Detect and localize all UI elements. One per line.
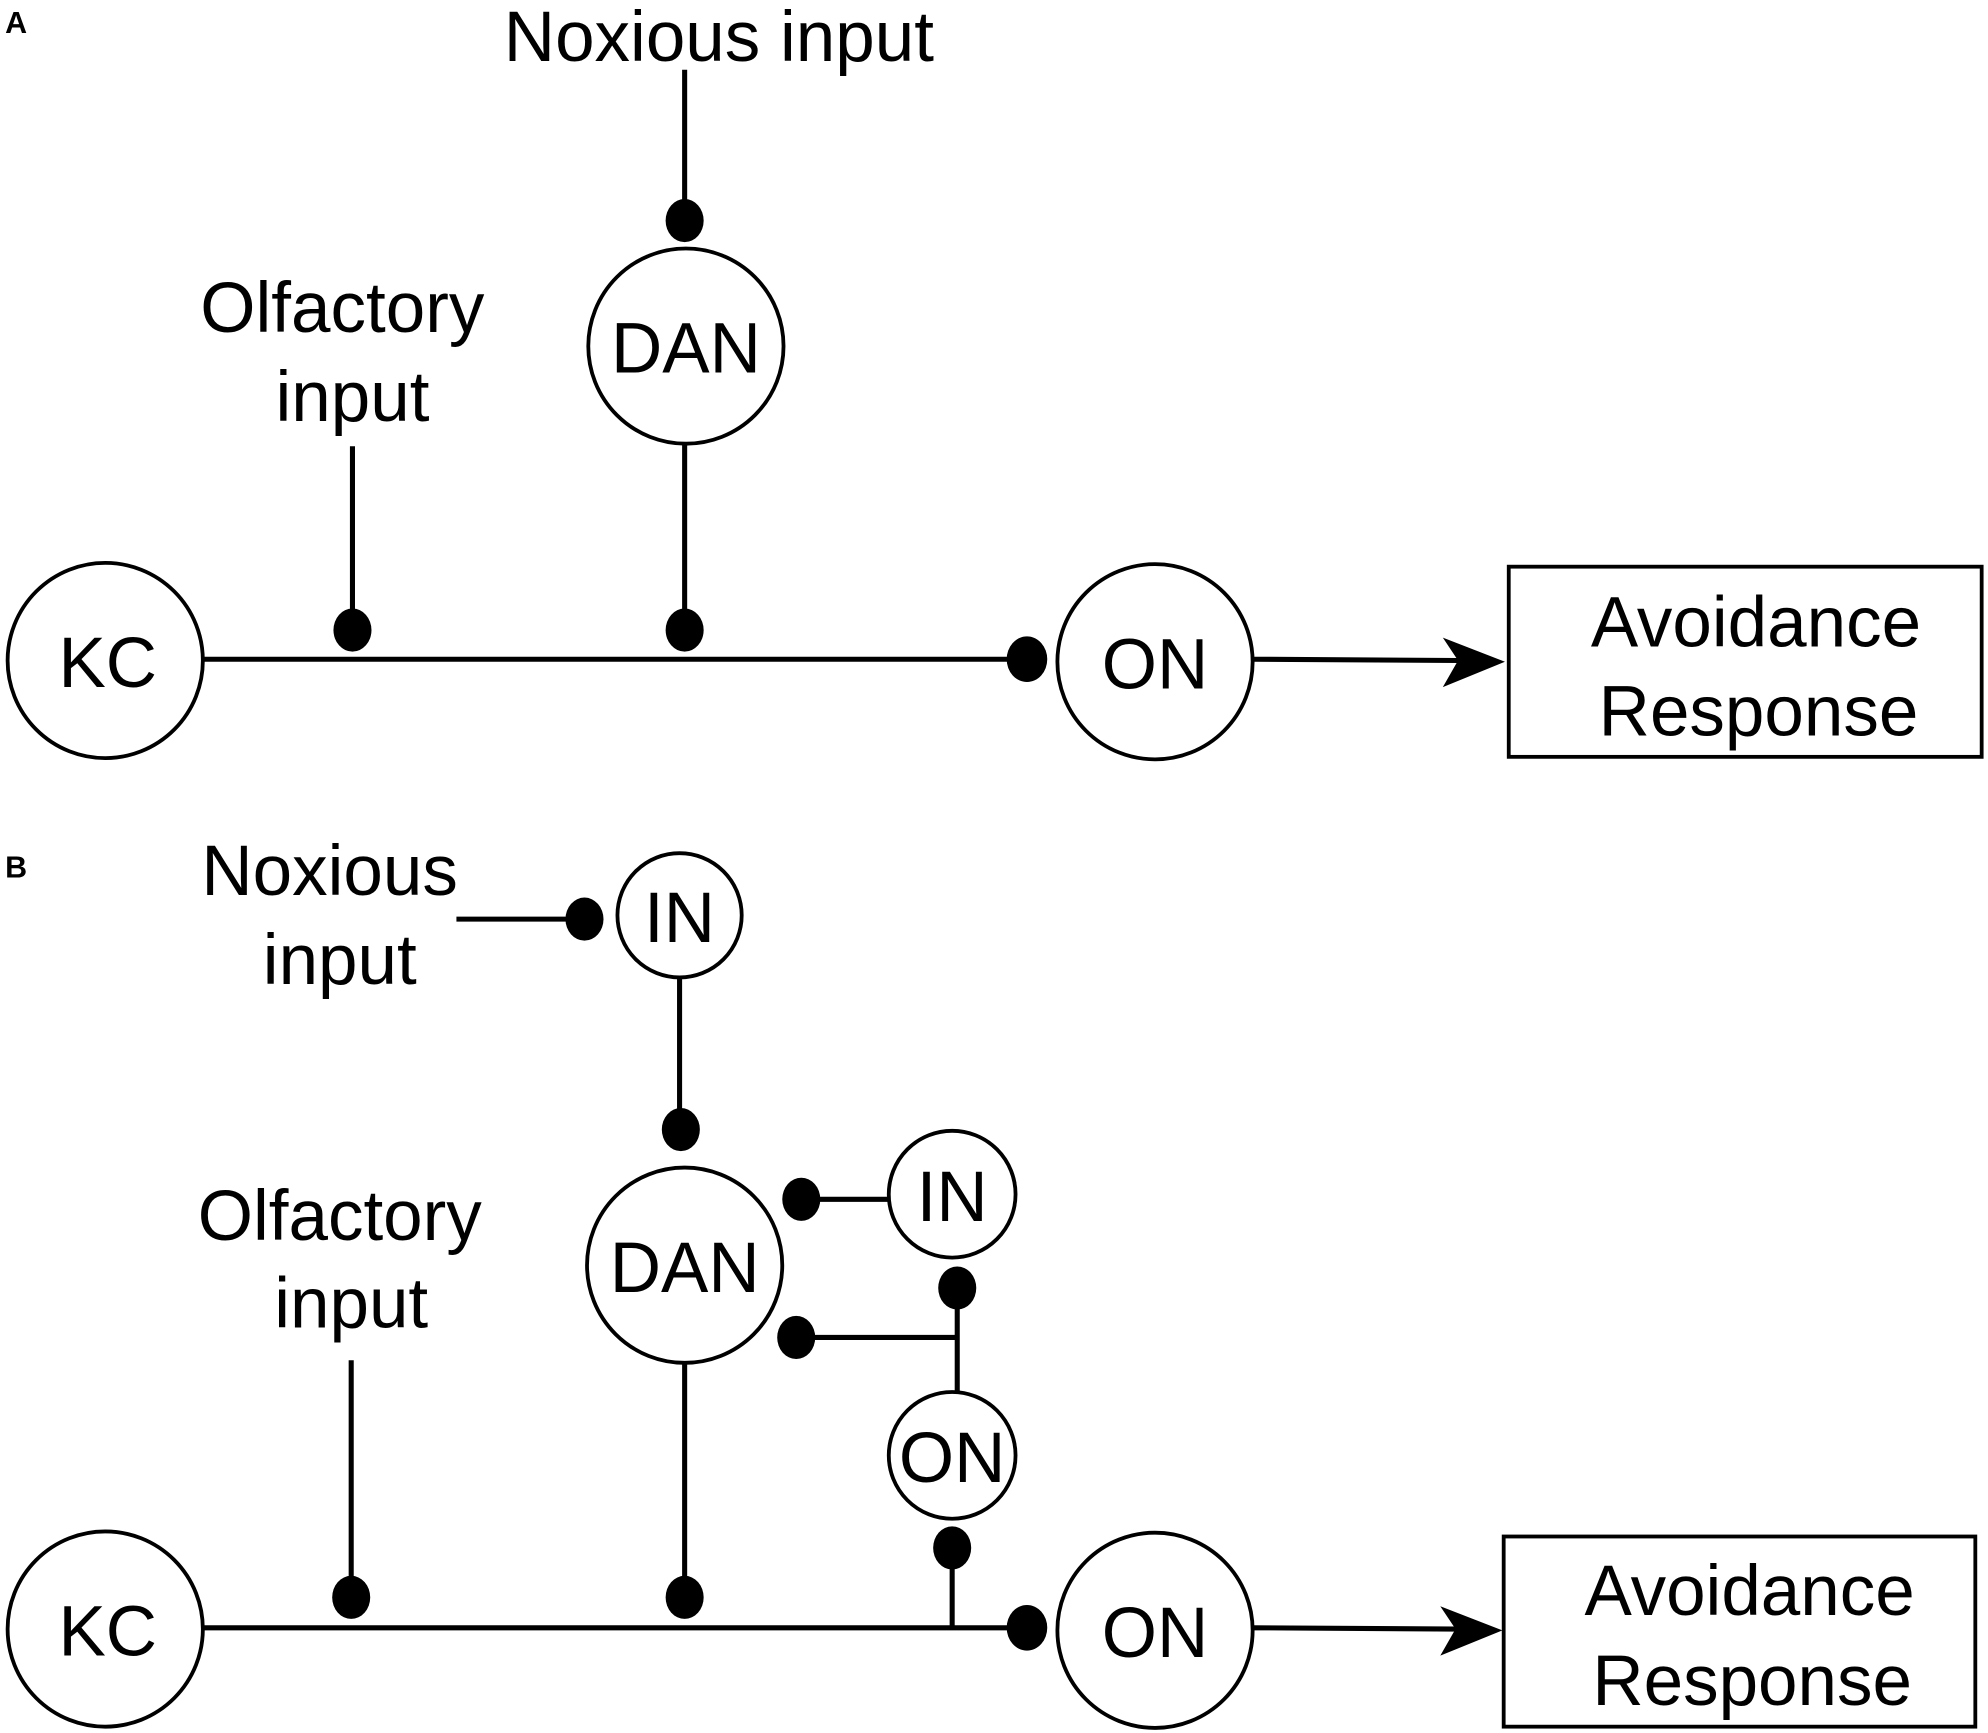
synapse-dot bbox=[565, 897, 604, 941]
olfactory-label-1: Olfactory bbox=[198, 1177, 483, 1256]
olfactory-label-2: input bbox=[274, 1264, 428, 1343]
arrow-head-icon bbox=[1442, 637, 1505, 688]
output-line bbox=[1252, 1625, 1456, 1632]
synapse-dot bbox=[333, 608, 372, 652]
synapse-dot bbox=[665, 1575, 704, 1619]
arrow-head-icon bbox=[1440, 1606, 1503, 1656]
on-small-label: ON bbox=[899, 1419, 1005, 1498]
in-side-label: IN bbox=[917, 1158, 988, 1237]
olfactory-label-2: input bbox=[275, 358, 429, 437]
output-line bbox=[1252, 656, 1459, 664]
on-label: ON bbox=[1102, 1594, 1208, 1673]
dan-label: DAN bbox=[611, 310, 761, 389]
panel-label-a: A bbox=[5, 6, 27, 40]
synapse-dot bbox=[782, 1177, 821, 1221]
on-label: ON bbox=[1102, 625, 1208, 704]
panel-a: A Noxious input DAN Olfactory input KC O… bbox=[5, 0, 1984, 762]
kc-label: KC bbox=[58, 1593, 157, 1672]
synapse-dot bbox=[332, 1575, 371, 1619]
panel-b: B Noxious input IN DAN Olfactory input I… bbox=[5, 832, 1978, 1730]
olfactory-label-1: Olfactory bbox=[200, 269, 485, 348]
in-side-node bbox=[886, 1128, 1018, 1260]
avoidance-response-box bbox=[1501, 1534, 1978, 1729]
synapse-dot bbox=[1006, 1604, 1048, 1651]
synapse-dot bbox=[661, 1108, 700, 1152]
in-top-label: IN bbox=[644, 879, 715, 958]
noxious-label-1: Noxious bbox=[201, 832, 457, 911]
on-small-node bbox=[886, 1390, 1018, 1521]
noxious-input-label: Noxious input bbox=[504, 0, 934, 77]
response-label-1: Avoidance bbox=[1591, 584, 1921, 663]
response-label-1: Avoidance bbox=[1585, 1552, 1915, 1631]
response-label-2: Response bbox=[1592, 1642, 1912, 1721]
noxious-label-2: input bbox=[263, 921, 417, 1000]
synapse-dot bbox=[777, 1315, 816, 1360]
synapse-dot bbox=[665, 608, 704, 652]
panel-label-b: B bbox=[5, 850, 27, 884]
synapse-dot bbox=[933, 1526, 972, 1570]
response-label-2: Response bbox=[1599, 672, 1919, 751]
synapse-dot bbox=[1006, 636, 1048, 683]
kc-label: KC bbox=[58, 624, 157, 703]
dan-label: DAN bbox=[610, 1229, 760, 1308]
avoidance-response-box bbox=[1506, 564, 1984, 759]
synapse-dot bbox=[665, 199, 704, 243]
